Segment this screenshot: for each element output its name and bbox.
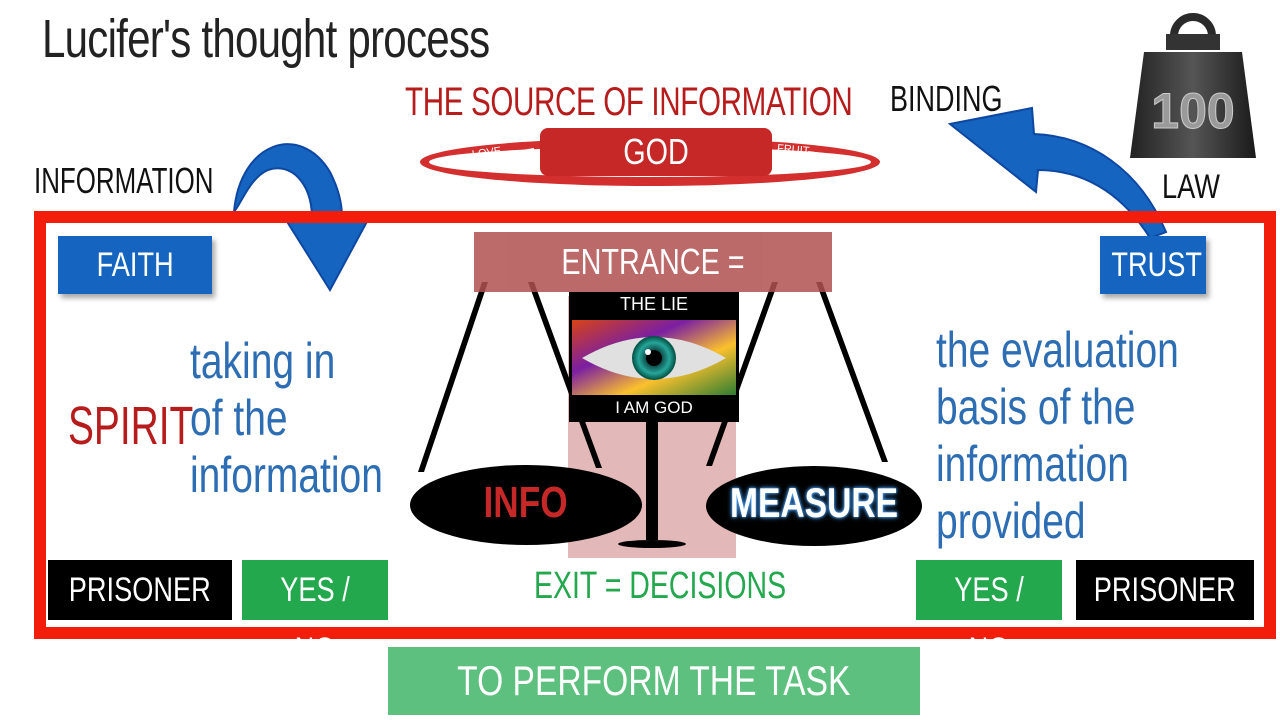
trust-label: TRUST: [1111, 246, 1202, 284]
measure-text: MEASURE: [729, 479, 899, 526]
binding-label: BINDING: [890, 78, 1003, 119]
measure-oval: [706, 466, 922, 546]
yes-no-right-label: YES / NO: [954, 571, 1024, 669]
left-description: taking in of the information: [190, 333, 383, 504]
yes-no-left-label: YES / NO: [280, 571, 350, 669]
task-label: TO PERFORM THE TASK: [457, 657, 851, 704]
exit-label: EXIT = DECISIONS: [534, 565, 787, 607]
right-description-line: provided: [936, 493, 1086, 549]
right-description-line: basis of the: [936, 379, 1136, 435]
weight-number: 100: [1151, 83, 1234, 139]
eye-image: [572, 320, 736, 395]
god-box: GOD: [540, 128, 772, 176]
info-oval: [410, 465, 642, 545]
yes-no-left-box: YES / NO: [242, 560, 388, 669]
left-description-line: of the: [190, 390, 288, 446]
faith-label: FAITH: [96, 246, 174, 284]
measure-label: MEASURE: [706, 479, 922, 527]
ring-arrows: [443, 148, 839, 191]
weight-icon: 100: [1130, 13, 1256, 158]
entrance-box: ENTRANCE = IDENTITY: [474, 232, 832, 342]
prisoner-left-label: PRISONER: [68, 571, 212, 609]
trust-box: TRUST: [1100, 236, 1206, 294]
faith-box: FAITH: [58, 236, 212, 294]
source-label: THE SOURCE OF INFORMATION: [405, 80, 853, 124]
task-box: TO PERFORM THE TASK: [388, 647, 920, 715]
page-title: Lucifer's thought process: [42, 9, 490, 69]
prisoner-right-box: PRISONER: [1076, 560, 1254, 620]
law-label: LAW: [1162, 168, 1220, 206]
left-description-line: information: [190, 447, 383, 503]
info-text: INFO: [483, 478, 569, 527]
yes-no-right-box: YES / NO: [916, 560, 1062, 669]
left-description-line: taking in: [190, 333, 336, 389]
prisoner-right-label: PRISONER: [1093, 571, 1237, 609]
god-label: GOD: [623, 131, 689, 172]
spirit-frame: [34, 211, 1276, 639]
prisoner-left-box: PRISONER: [48, 560, 232, 620]
information-label: INFORMATION: [34, 160, 214, 201]
i-am-god-label: I AM GOD: [615, 398, 693, 417]
info-label: INFO: [410, 478, 642, 528]
right-description-line: information: [936, 436, 1129, 492]
right-description-line: the evaluation: [936, 322, 1179, 378]
binding-arrow-icon: [947, 106, 1168, 240]
right-description: the evaluation basis of the information …: [936, 322, 1179, 550]
lie-label: THE LIE: [619, 294, 689, 314]
spirit-label: SPIRIT: [68, 396, 194, 456]
